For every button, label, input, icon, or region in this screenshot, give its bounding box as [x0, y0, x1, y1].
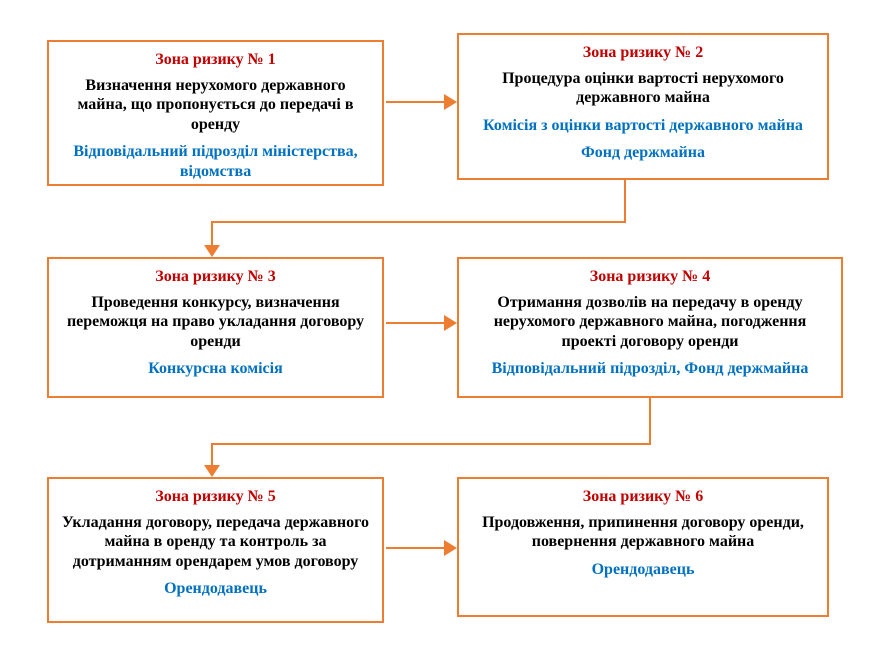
- arrow-3-to-4-line: [386, 322, 444, 324]
- box-description: Отримання дозволів на передачу в оренду …: [493, 293, 807, 350]
- box-responsible: Конкурсна комісія: [148, 360, 283, 378]
- box-responsible: Орендодавець: [164, 580, 267, 598]
- box-description: Продовження, припинення договору оренди,…: [482, 513, 804, 551]
- box-title: Зона ризику № 6: [582, 488, 704, 505]
- box-title: Зона ризику № 2: [582, 44, 704, 61]
- arrow-1-to-2-head-icon: [444, 94, 457, 110]
- flow-box-zone-5: Зона ризику № 5 Укладання договору, пере…: [47, 477, 384, 623]
- arrow-1-to-2-line: [386, 101, 444, 103]
- arrow-2-to-3-line-down: [624, 180, 626, 223]
- arrow-4-to-5-head-icon: [204, 465, 220, 477]
- arrow-4-to-5-line-down: [649, 398, 651, 445]
- arrow-2-to-3-head-icon: [204, 245, 220, 257]
- arrow-5-to-6-head-icon: [444, 540, 457, 556]
- flow-box-zone-3: Зона ризику № 3 Проведення конкурсу, виз…: [47, 257, 384, 398]
- arrow-5-to-6-line: [386, 547, 444, 549]
- box-responsible: Відповідальний підрозділ міністерства, в…: [73, 143, 358, 180]
- box-description: Проведення конкурсу, визначення переможц…: [66, 293, 365, 350]
- flow-box-zone-2: Зона ризику № 2 Процедура оцінки вартост…: [457, 33, 829, 180]
- box-description: Укладання договору, передача державного …: [62, 513, 369, 570]
- box-title: Зона ризику № 3: [155, 268, 276, 285]
- flow-box-zone-4: Зона ризику № 4 Отримання дозволів на пе…: [457, 257, 843, 398]
- box-responsible: Комісія з оцінки вартості державного май…: [483, 116, 803, 134]
- box-responsible: Фонд держмайна: [581, 144, 705, 162]
- arrow-4-to-5-line-into: [211, 443, 213, 466]
- box-description: Визначення нерухомого державного майна, …: [77, 76, 354, 133]
- box-title: Зона ризику № 1: [155, 51, 276, 68]
- flow-box-zone-6: Зона ризику № 6 Продовження, припинення …: [457, 477, 829, 617]
- arrow-3-to-4-head-icon: [444, 315, 457, 331]
- box-title: Зона ризику № 5: [155, 488, 276, 505]
- arrow-4-to-5-line-across: [211, 443, 651, 445]
- flow-box-zone-1: Зона ризику № 1 Визначення нерухомого де…: [47, 40, 384, 186]
- arrow-2-to-3-line-into: [211, 221, 213, 246]
- box-responsible: Відповідальний підрозділ, Фонд держмайна: [491, 360, 809, 378]
- arrow-2-to-3-line-across: [211, 221, 626, 223]
- box-title: Зона ризику № 4: [589, 268, 711, 285]
- box-responsible: Орендодавець: [591, 560, 695, 578]
- box-description: Процедура оцінки вартості нерухомого дер…: [502, 69, 784, 107]
